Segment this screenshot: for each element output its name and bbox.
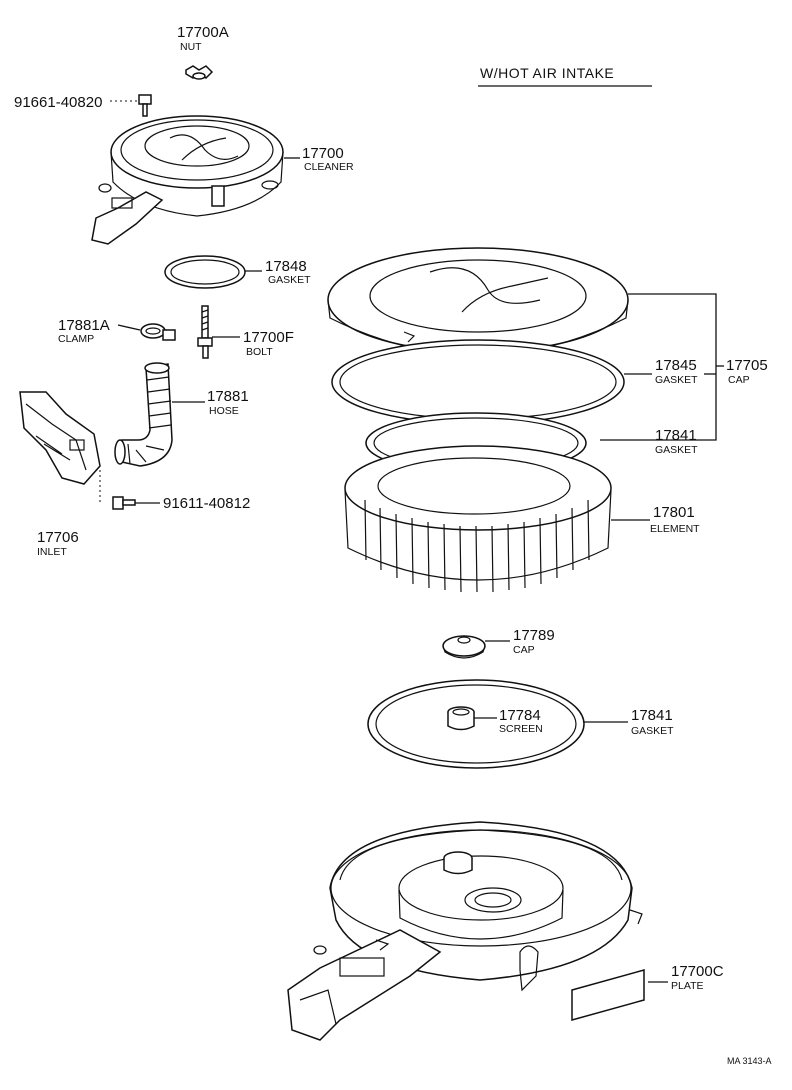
diagram-title: W/HOT AIR INTAKE [480, 65, 614, 81]
screw-inlet-part-number: 91611-40812 [163, 495, 250, 512]
element-part-number: 17801 [653, 504, 695, 521]
screen-part-name: SCREEN [499, 723, 543, 735]
cleaner-drawing [91, 115, 284, 245]
bolt-drawing [197, 305, 213, 359]
element-part-name: ELEMENT [650, 523, 700, 535]
clamp-part-number: 17881A [58, 317, 110, 334]
cleaner-part-name: CLEANER [304, 161, 354, 173]
screen-drawing [447, 706, 475, 731]
bolt-part-name: BOLT [246, 346, 273, 358]
plate-part-number: 17700C [671, 963, 724, 980]
inlet-part-name: INLET [37, 546, 67, 558]
cap-small-part-name: CAP [513, 644, 535, 656]
plate-drawing [571, 969, 645, 1021]
diagram-code: MA 3143-A [727, 1056, 772, 1066]
hose-part-name: HOSE [209, 405, 239, 417]
cleaner-part-number: 17700 [302, 145, 344, 162]
gasket-17841-upper-part-number: 17841 [655, 427, 697, 444]
clamp-part-name: CLAMP [58, 333, 94, 345]
hose-part-number: 17881 [207, 388, 249, 405]
cap-assy-part-name: CAP [728, 374, 750, 386]
gasket-17845-part-name: GASKET [655, 374, 698, 386]
gasket-17841-lower-part-name: GASKET [631, 725, 674, 737]
bolt-part-number: 17700F [243, 329, 294, 346]
gasket-17841-lower-drawing [367, 679, 585, 769]
screw-top-drawing [138, 94, 152, 117]
housing-drawing [287, 821, 643, 1041]
cap-assy-part-number: 17705 [726, 357, 768, 374]
hose-drawing [114, 362, 173, 467]
clamp-drawing [140, 323, 176, 341]
gasket-17845-drawing [331, 339, 625, 425]
cap-bracket [600, 293, 717, 441]
cap-small-drawing [442, 635, 486, 659]
screen-part-number: 17784 [499, 707, 541, 724]
nut-part-name: NUT [180, 41, 202, 53]
gasket-17841-upper-part-name: GASKET [655, 444, 698, 456]
inlet-part-number: 17706 [37, 529, 79, 546]
gasket-17845-part-number: 17845 [655, 357, 697, 374]
cap-small-part-number: 17789 [513, 627, 555, 644]
plate-part-name: PLATE [671, 980, 703, 992]
clamp-leader [117, 324, 141, 331]
gasket-small-part-number: 17848 [265, 258, 307, 275]
screw-inlet-drawing [112, 496, 136, 510]
screw-top-part-number: 91661-40820 [14, 94, 102, 111]
nut-drawing [185, 65, 214, 80]
inlet-drawing [19, 391, 101, 485]
gasket-17841-lower-part-number: 17841 [631, 707, 673, 724]
gasket-small-drawing [164, 255, 246, 289]
nut-part-number: 17700A [177, 24, 229, 41]
gasket-small-part-name: GASKET [268, 274, 311, 286]
element-drawing [344, 445, 612, 593]
cap-top-drawing [327, 247, 629, 356]
